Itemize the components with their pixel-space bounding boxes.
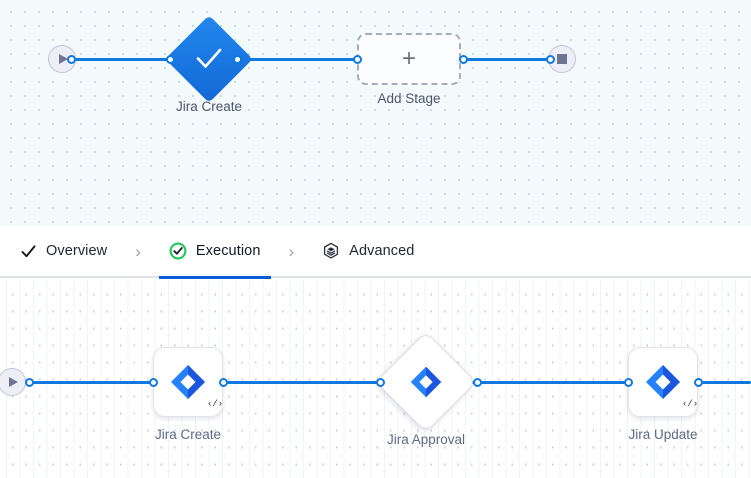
plus-icon: +	[401, 45, 416, 72]
port-in-end[interactable]	[546, 55, 555, 64]
tab-advanced[interactable]: Advanced	[320, 225, 416, 277]
step-node-jira-approval[interactable]	[375, 331, 477, 433]
step-label-jira-update: Jira Update	[628, 427, 698, 442]
port-out-add-stage[interactable]	[459, 55, 468, 64]
tab-execution[interactable]: Execution	[158, 225, 271, 279]
play-icon	[59, 54, 68, 64]
edge-jira-create-to-jira-approval	[227, 381, 384, 384]
port-out-jira-create-2[interactable]	[219, 378, 228, 387]
tab-separator-2: ›	[288, 241, 295, 261]
tab-execution-label: Execution	[195, 243, 261, 259]
tab-overview[interactable]: Overview	[18, 225, 109, 277]
start-node-bottom[interactable]	[0, 368, 26, 396]
tab-overview-label: Overview	[46, 243, 108, 259]
edge-add-stage-to-end	[463, 58, 552, 61]
hexagon-layers-icon	[322, 242, 340, 260]
check-circle-icon	[169, 242, 187, 260]
port-out-start[interactable]	[67, 55, 76, 64]
step-node-jira-update[interactable]	[628, 347, 698, 417]
edge-jira-approval-to-jira-update	[469, 381, 629, 384]
add-stage-button[interactable]: +	[357, 33, 461, 85]
step-node-jira-create[interactable]	[153, 347, 223, 417]
pipeline-tabs: Overview › Execution › Adv	[0, 225, 751, 279]
step-label-jira-approval: Jira Approval	[386, 432, 466, 447]
step-label-jira-create: Jira Create	[154, 427, 222, 442]
port-in-jira-approval[interactable]	[376, 378, 385, 387]
port-in-add-stage[interactable]	[353, 55, 362, 64]
bottom-pipeline-canvas[interactable]: ‹/› Jira Create Jira Approval ‹/› Jira U…	[0, 280, 751, 478]
stage-label-jira-create: Jira Create	[175, 99, 243, 114]
port-in-jira-update[interactable]	[624, 378, 633, 387]
tab-separator-1: ›	[135, 241, 141, 261]
port-out-jira-update[interactable]	[694, 378, 703, 387]
top-pipeline-canvas[interactable]: Jira Create + Add Stage	[0, 0, 751, 226]
edge-jira-create-to-add-stage	[237, 58, 362, 61]
edge-start-to-jira-create-2	[20, 381, 157, 384]
tab-advanced-label: Advanced	[349, 243, 415, 259]
port-in-jira-create[interactable]	[166, 55, 175, 64]
port-out-jira-create[interactable]	[233, 55, 242, 64]
port-out-start-bottom[interactable]	[25, 378, 34, 387]
add-stage-label: Add Stage	[377, 91, 441, 106]
check-icon	[20, 243, 37, 260]
start-node[interactable]	[48, 45, 76, 73]
edge-jira-update-outgoing	[700, 381, 751, 384]
port-out-jira-approval[interactable]	[473, 378, 482, 387]
play-icon	[9, 377, 18, 387]
edge-start-to-jira-create	[71, 58, 182, 61]
stop-icon	[557, 54, 567, 64]
port-in-jira-create-2[interactable]	[149, 378, 158, 387]
